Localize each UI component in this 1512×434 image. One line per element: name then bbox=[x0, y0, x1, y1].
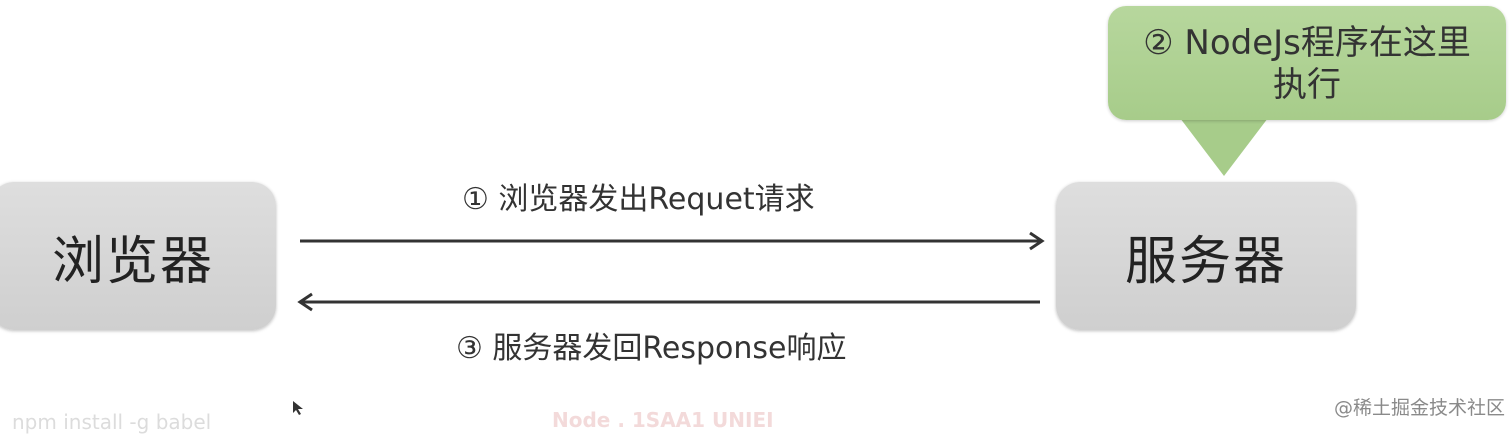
browser-node: 浏览器 bbox=[0, 182, 276, 330]
callout-line-1: ② NodeJs程序在这里 bbox=[1143, 23, 1471, 63]
request-arrow bbox=[300, 231, 1045, 251]
watermark: @稀土掘金技术社区 bbox=[1334, 397, 1506, 419]
server-node-label: 服务器 bbox=[1124, 231, 1287, 292]
mouse-cursor-icon bbox=[293, 401, 303, 415]
callout-pointer bbox=[1180, 118, 1268, 176]
nodejs-callout: ② NodeJs程序在这里 执行 bbox=[1108, 6, 1506, 120]
server-node: 服务器 bbox=[1056, 182, 1356, 330]
request-label: ① 浏览器发出Requet请求 bbox=[462, 182, 815, 217]
browser-node-label: 浏览器 bbox=[51, 231, 214, 292]
response-arrow bbox=[297, 292, 1040, 312]
callout-line-2: 执行 bbox=[1273, 65, 1341, 105]
faint-background-text-red: Node . 1SAA1 UNIEI bbox=[552, 408, 774, 432]
faint-background-text: npm install -g babel bbox=[12, 410, 212, 434]
response-label: ③ 服务器发回Response响应 bbox=[456, 331, 847, 366]
